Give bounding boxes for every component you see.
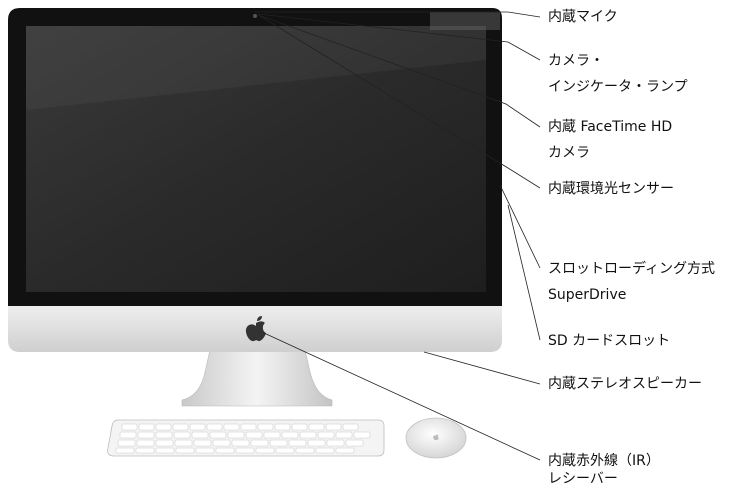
camera-lens: [253, 14, 257, 18]
keyboard-key: [155, 447, 175, 454]
leader-sd: [507, 204, 541, 341]
keyboard-key: [173, 431, 191, 439]
screen-glare: [430, 12, 500, 30]
keyboard-key: [345, 439, 364, 447]
keyboard-key: [115, 447, 135, 454]
keyboard-key: [223, 423, 240, 431]
keyboard-key: [155, 439, 174, 447]
keyboard-key: [353, 431, 371, 439]
leader-camera-indicator: [257, 13, 541, 61]
keyboard-key: [136, 439, 155, 447]
keyboard-key: [227, 431, 245, 439]
keyboard-key: [263, 431, 281, 439]
keyboard-key: [215, 447, 235, 454]
keyboard-key: [195, 447, 215, 454]
keyboard-key: [137, 431, 155, 439]
label-sd-slot: SD カードスロット: [548, 333, 671, 349]
keyboard-key: [275, 447, 295, 454]
keyboard-key: [255, 447, 275, 454]
keyboard-key: [269, 439, 288, 447]
label-superdrive-line1: スロットローディング方式: [548, 261, 716, 277]
label-ir-line2: レシーバー: [548, 471, 618, 487]
keyboard-key: [288, 439, 307, 447]
leader-ambient: [259, 15, 541, 189]
keyboard-key: [257, 423, 274, 431]
keyboard-key: [119, 431, 137, 439]
label-camera-indicator-line2: インジケータ・ランプ: [548, 79, 688, 95]
keyboard-key: [193, 439, 212, 447]
keyboard-key: [325, 423, 342, 431]
keyboard-key: [250, 439, 269, 447]
keyboard-key: [240, 423, 257, 431]
leader-speakers: [423, 351, 541, 385]
keyboard-key: [155, 423, 172, 431]
keyboard-key: [138, 423, 155, 431]
keyboard-key: [231, 439, 250, 447]
leader-ir: [263, 332, 541, 461]
keyboard-key: [121, 423, 138, 431]
label-ambient-light: 内蔵環境光センサー: [548, 181, 674, 197]
keyboard-key: [291, 423, 308, 431]
keyboard-key: [281, 431, 299, 439]
keyboard-key: [189, 423, 206, 431]
keyboard-key: [155, 431, 173, 439]
keyboard-key: [342, 423, 359, 431]
keyboard-key: [206, 423, 223, 431]
keyboard-key: [174, 439, 193, 447]
keyboard-key: [175, 447, 195, 454]
keyboard-key: [172, 423, 189, 431]
mouse-apple-icon: [433, 434, 439, 441]
keyboard-key: [335, 447, 355, 454]
label-camera-indicator-line1: カメラ・: [548, 53, 604, 69]
leader-superdrive: [499, 184, 541, 269]
keyboard-key: [308, 423, 325, 431]
keyboard-key: [299, 431, 317, 439]
label-facetime-line2: カメラ: [548, 145, 590, 161]
label-mic: 内蔵マイク: [548, 9, 618, 25]
leader-facetime: [257, 14, 541, 128]
keyboard-keys: [115, 423, 371, 454]
keyboard-key: [274, 423, 291, 431]
keyboard-key: [235, 447, 255, 454]
keyboard-key: [245, 431, 263, 439]
keyboard-key: [135, 447, 155, 454]
label-superdrive-line2: SuperDrive: [548, 287, 627, 303]
screen-reflection: [26, 26, 486, 110]
keyboard-key: [209, 431, 227, 439]
keyboard-key: [317, 431, 335, 439]
keyboard-key: [191, 431, 209, 439]
label-facetime-line1: 内蔵 FaceTime HD: [548, 119, 673, 135]
leader-mic: [255, 11, 541, 18]
keyboard-key: [315, 447, 335, 454]
stand: [181, 349, 333, 407]
label-ir-line1: 内蔵赤外線（IR）: [548, 453, 660, 469]
keyboard-key: [335, 431, 353, 439]
apple-logo-icon: [245, 316, 266, 342]
label-speakers: 内蔵ステレオスピーカー: [548, 376, 702, 392]
keyboard-key: [117, 439, 136, 447]
keyboard-key: [326, 439, 345, 447]
keyboard-key: [307, 439, 326, 447]
keyboard-key: [295, 447, 315, 454]
screen: [26, 26, 486, 292]
keyboard-key: [212, 439, 231, 447]
